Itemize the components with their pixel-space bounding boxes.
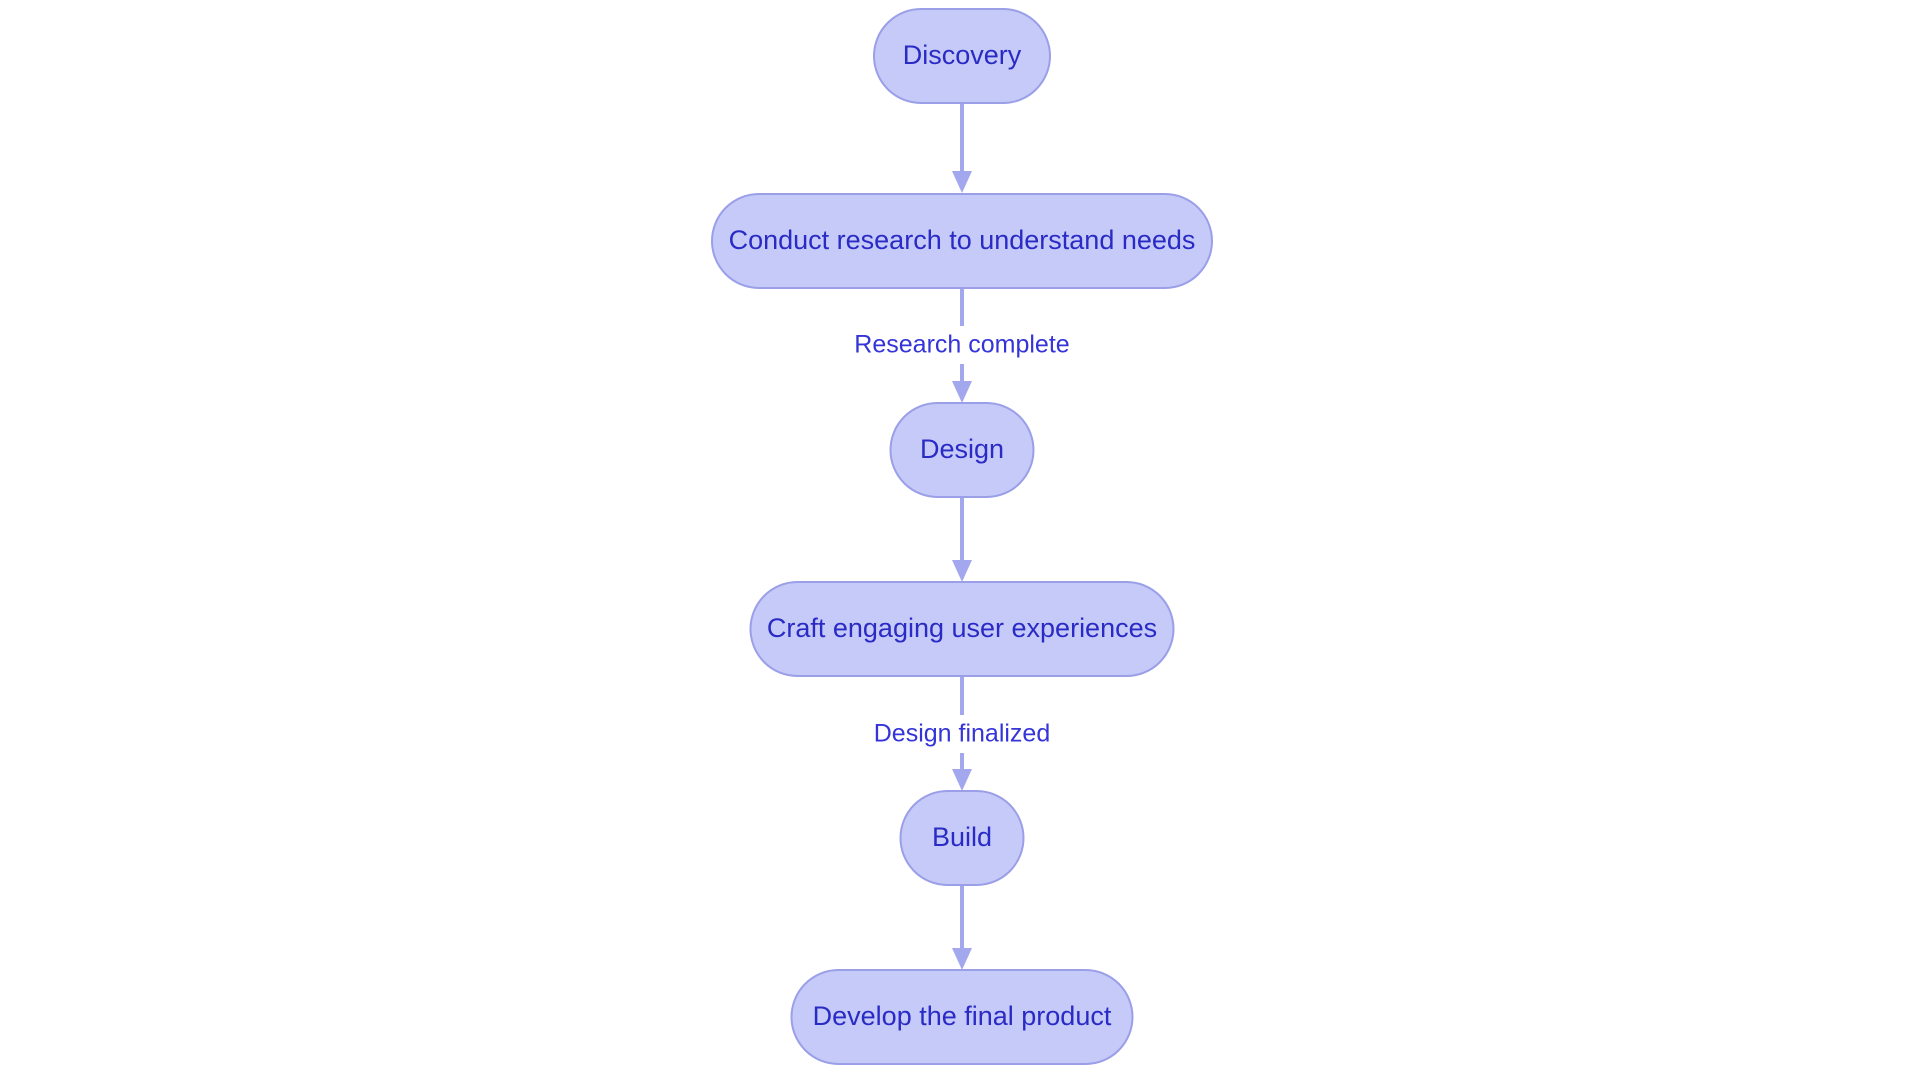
flow-edge: [952, 103, 972, 193]
node-label: Discovery: [903, 40, 1022, 70]
flow-node-build[interactable]: Build: [899, 790, 1025, 886]
node-shape-stadium[interactable]: [711, 193, 1213, 289]
flow-edge: [952, 885, 972, 970]
edge-label: Research complete: [846, 326, 1078, 364]
edge-arrowhead-icon: [952, 560, 972, 582]
node-label: Build: [932, 822, 992, 852]
edge-label-text: Design finalized: [874, 720, 1051, 748]
edge-arrowhead-icon: [952, 948, 972, 970]
flow-node-craft_ux[interactable]: Craft engaging user experiences: [749, 581, 1175, 677]
flow-node-develop_final[interactable]: Develop the final product: [790, 969, 1134, 1065]
edge-label-background: [846, 326, 1078, 364]
flow-node-discovery[interactable]: Discovery: [873, 8, 1051, 104]
edge-arrowhead-icon: [952, 171, 972, 193]
node-label: Develop the final product: [813, 1001, 1112, 1031]
node-shape-stadium[interactable]: [889, 402, 1035, 498]
node-label: Craft engaging user experiences: [767, 613, 1157, 643]
node-label: Conduct research to understand needs: [729, 225, 1196, 255]
node-shape-stadium[interactable]: [749, 581, 1175, 677]
node-shape-stadium[interactable]: [790, 969, 1134, 1065]
edge-label-text: Research complete: [854, 331, 1069, 359]
node-shape-stadium[interactable]: [899, 790, 1025, 886]
edge-label: Design finalized: [853, 715, 1071, 753]
node-label: Design: [920, 434, 1004, 464]
edge-arrowhead-icon: [952, 769, 972, 791]
flow-edge: [952, 497, 972, 582]
edge-arrowhead-icon: [952, 381, 972, 403]
edge-label-background: [853, 715, 1071, 753]
flow-node-conduct_research[interactable]: Conduct research to understand needs: [711, 193, 1213, 289]
flow-node-design[interactable]: Design: [889, 402, 1035, 498]
node-shape-stadium[interactable]: [873, 8, 1051, 104]
